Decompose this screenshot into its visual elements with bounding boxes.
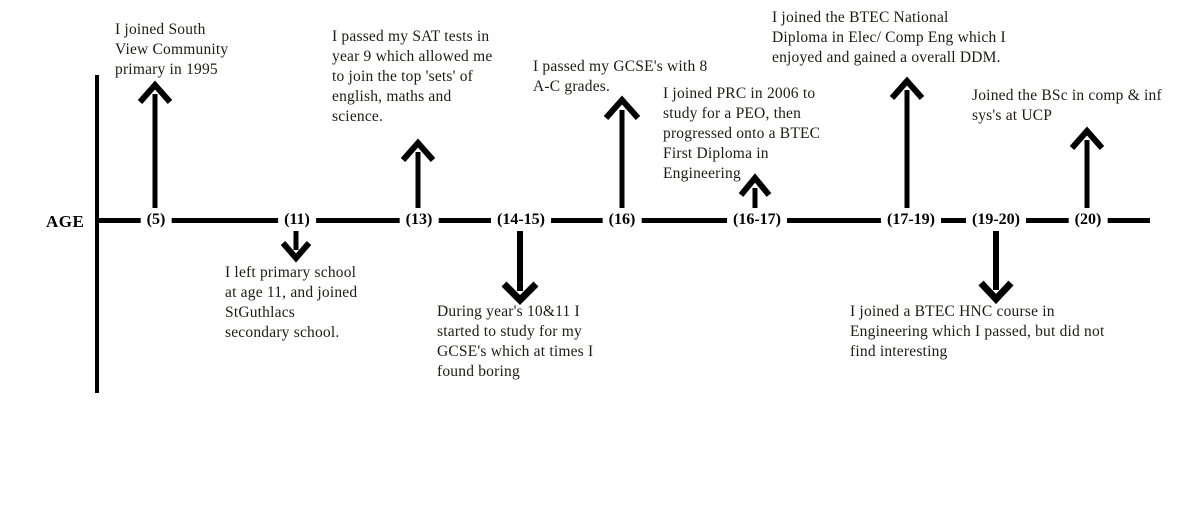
arrow-head	[1069, 126, 1105, 150]
event-note-19-20: I joined a BTEC HNC course in Engineerin…	[850, 303, 1105, 360]
age-tick-11: (11)	[278, 211, 316, 229]
event-note-13: I passed my SAT tests in year 9 which al…	[332, 28, 493, 125]
event-note-16: I passed my GCSE's with 8 A-C grades.	[533, 58, 708, 95]
age-tick-17-19: (17-19)	[881, 211, 941, 229]
age-tick-19-20: (19-20)	[966, 211, 1026, 229]
up-arrow-20	[1069, 126, 1105, 208]
event-note-14-15: During year's 10&11 I started to study f…	[437, 303, 594, 380]
up-arrow-16-17	[738, 173, 772, 208]
event-note-20: Joined the BSc in comp & inf sys's at UC…	[972, 87, 1162, 124]
down-arrow-14-15	[501, 231, 539, 305]
arrow-head	[501, 281, 539, 305]
arrow-head	[889, 76, 925, 100]
event-note-17-19: I joined the BTEC National Diploma in El…	[772, 9, 1006, 66]
age-tick-16-17: (16-17)	[727, 211, 787, 229]
down-arrow-11	[280, 231, 312, 263]
event-note-5: I joined South View Community primary in…	[115, 21, 229, 78]
age-tick-20: (20)	[1068, 211, 1108, 229]
arrow-head	[137, 80, 173, 104]
age-tick-14-15: (14-15)	[491, 211, 551, 229]
age-axis-label: AGE	[46, 212, 85, 231]
event-note-16-17: I joined PRC in 2006 to study for a PEO,…	[663, 85, 821, 182]
event-note-11: I left primary school at age 11, and joi…	[225, 264, 358, 341]
arrow-head	[978, 280, 1014, 305]
age-tick-5: (5)	[140, 211, 172, 229]
up-arrow-5	[137, 80, 173, 208]
arrow-head	[400, 138, 436, 162]
up-arrow-16	[603, 95, 641, 208]
arrow-head	[603, 95, 641, 120]
arrow-head	[280, 241, 312, 263]
age-tick-16: (16)	[602, 211, 642, 229]
age-tick-13: (13)	[399, 211, 439, 229]
up-arrow-13	[400, 138, 436, 208]
arrow-head	[738, 173, 772, 197]
down-arrow-19-20	[978, 231, 1014, 305]
up-arrow-17-19	[889, 76, 925, 208]
